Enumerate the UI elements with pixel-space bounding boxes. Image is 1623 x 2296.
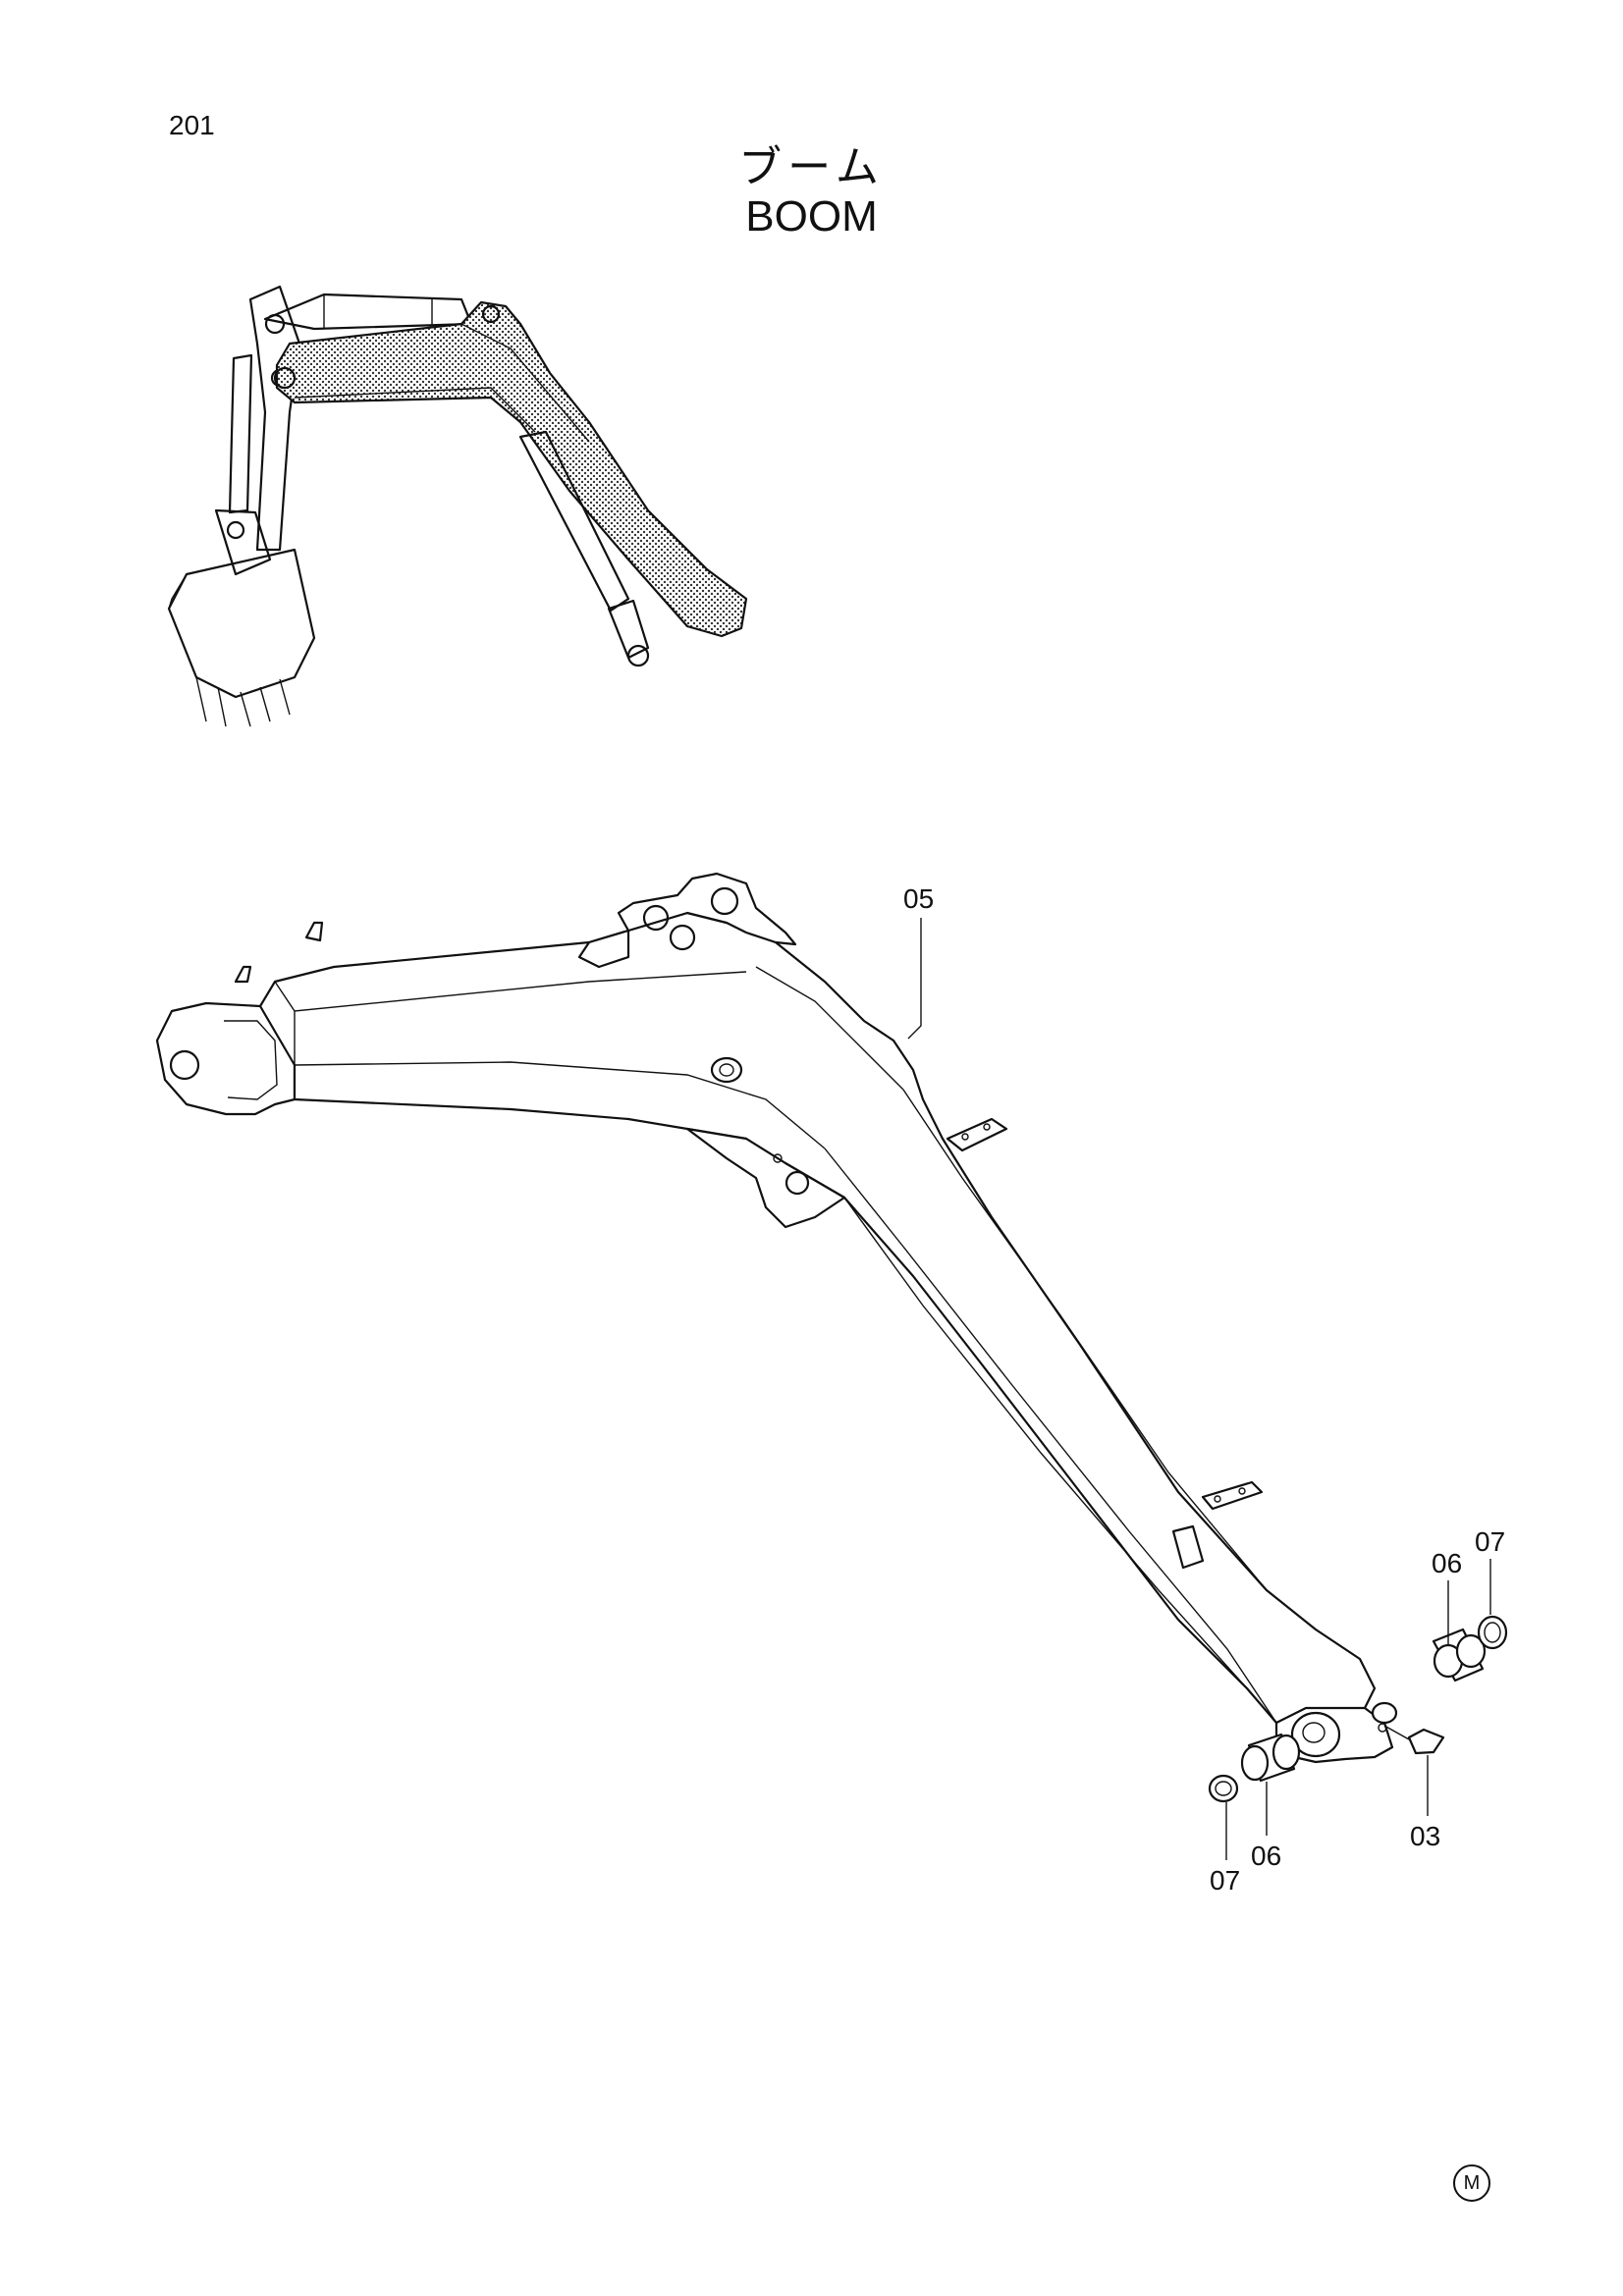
bushing-06-right xyxy=(1432,1628,1487,1682)
m-mark-icon: M xyxy=(1453,2164,1490,2202)
callout-07-bottom: 07 xyxy=(1210,1865,1240,1896)
callout-03: 03 xyxy=(1410,1821,1440,1851)
page-title: BOOM xyxy=(745,192,878,240)
boom-assembly xyxy=(155,872,1398,1764)
excavator-overview xyxy=(167,285,748,727)
grease-fitting-03 xyxy=(1383,1725,1445,1755)
callout-06-bottom: 06 xyxy=(1251,1841,1281,1871)
callout-05: 05 xyxy=(903,883,934,914)
leader-lines xyxy=(907,918,1491,1860)
callout-06-right: 06 xyxy=(1432,1548,1462,1578)
seal-07-right xyxy=(1477,1615,1508,1650)
bushing-06-bottom xyxy=(1240,1733,1301,1783)
title-japanese: ブーム xyxy=(738,142,885,192)
page-number: 201 xyxy=(169,110,215,140)
callout-07-right: 07 xyxy=(1475,1526,1505,1557)
seal-07-bottom xyxy=(1208,1774,1239,1803)
